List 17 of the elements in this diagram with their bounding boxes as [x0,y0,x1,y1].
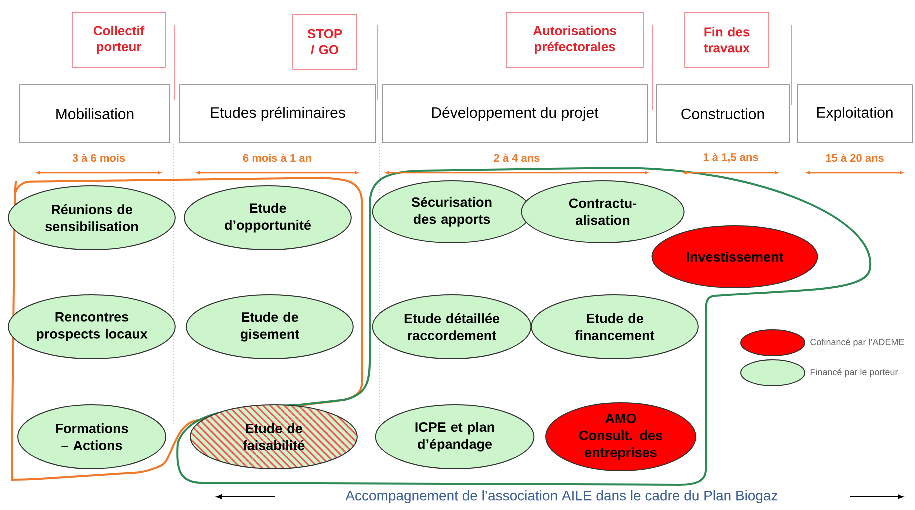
duration-label: 2 à 4 ans [494,154,540,162]
phase-box: Développement du projet [382,84,648,144]
milestone-box: Fin des travaux [684,12,770,68]
milestone-box: Autorisations préfectorales [506,12,644,68]
duration-label: 1 à 1,5 ans [704,153,758,163]
phase-box: Construction [656,84,790,144]
legend-label: Cofinancé par l’ADEME [810,338,904,348]
legend-label: Financé par le porteur [810,368,898,378]
phase-box: Exploitation [797,84,913,144]
duration-label: 15 à 20 ans [826,154,884,162]
phase-box: Mobilisation [20,84,170,144]
milestone-box: STOP / GO [292,14,358,70]
duration-label: 6 mois à 1 an [243,154,312,162]
phase-box: Etudes préliminaires [180,84,376,144]
duration-label: 3 à 6 mois [72,154,126,162]
milestone-box: Collectif porteur [72,12,166,68]
caption-text: Accompagnement de l’association AILE dans le cadre du Plan Biogaz [346,490,778,504]
